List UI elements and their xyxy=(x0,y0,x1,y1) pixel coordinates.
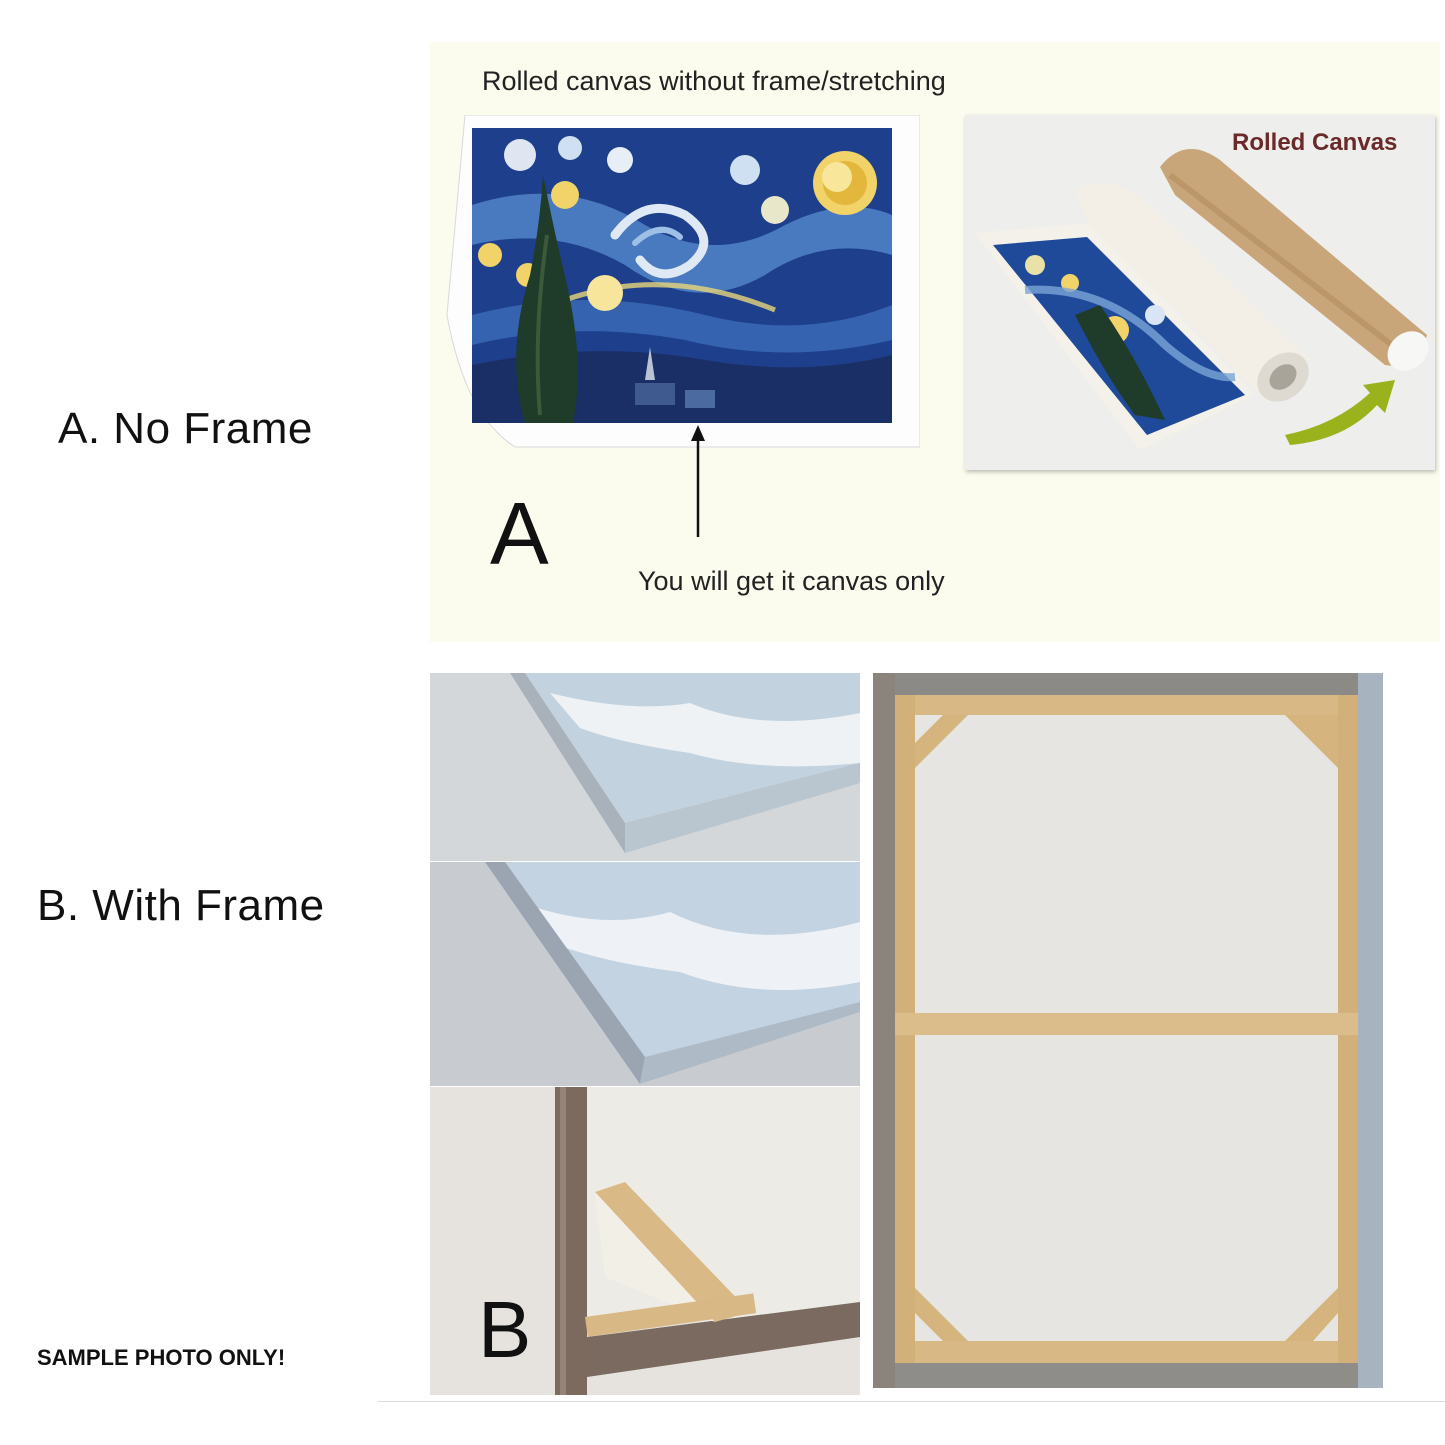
unframed-painting-image xyxy=(445,114,921,450)
section-a-letter: A xyxy=(490,484,549,583)
canvas-only-note: You will get it canvas only xyxy=(638,566,945,596)
rolled-canvas-heading: Rolled canvas without frame/stretching xyxy=(482,66,946,96)
stretcher-bar-corner-photo xyxy=(430,1087,860,1395)
stretched-canvas-edge-photo-2 xyxy=(430,862,860,1086)
option-b-label: B. With Frame xyxy=(37,881,325,930)
rolled-canvas-label: Rolled Canvas xyxy=(1232,129,1398,156)
stretched-canvas-edge-photo-1 xyxy=(430,673,860,861)
pointer-arrow-icon xyxy=(691,425,705,537)
divider-line xyxy=(378,1401,1445,1402)
framed-canvas-back-photo xyxy=(873,673,1383,1388)
sample-notice: SAMPLE PHOTO ONLY! xyxy=(37,1345,286,1370)
rolled-canvas-image xyxy=(965,115,1435,470)
section-b-letter: B xyxy=(478,1285,532,1374)
option-a-label: A. No Frame xyxy=(58,404,313,453)
